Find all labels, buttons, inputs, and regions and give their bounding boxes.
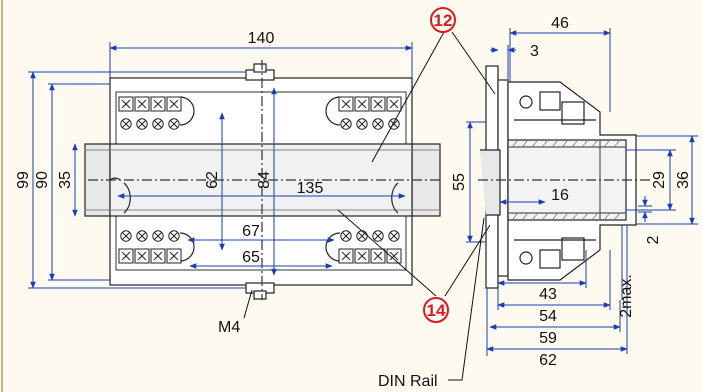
dim-59: 59 xyxy=(539,330,557,347)
dim-99: 99 xyxy=(15,171,32,189)
dim-65: 65 xyxy=(242,249,260,266)
m4-label: M4 xyxy=(218,319,240,336)
tube-hatching xyxy=(511,139,621,221)
dim-43: 43 xyxy=(539,286,557,303)
dim-2: 2 xyxy=(645,235,662,244)
dim-46: 46 xyxy=(551,15,569,32)
dim-35: 35 xyxy=(57,171,74,189)
side-dimension-lines xyxy=(466,28,698,356)
dim-67: 67 xyxy=(242,223,260,240)
dim-135: 135 xyxy=(297,180,324,197)
side-view xyxy=(478,65,650,289)
side-dimension-labels: 46 3 55 16 29 36 2 2max. 43 54 59 62 xyxy=(451,15,692,369)
front-dimension-labels: 140 99 90 35 62 84 135 67 65 xyxy=(15,30,323,266)
callout-leaders xyxy=(337,31,496,381)
din-rail-label: DIN Rail xyxy=(378,373,438,390)
dim-84: 84 xyxy=(256,171,273,189)
dim-3: 3 xyxy=(530,43,539,60)
callout-12: 12 xyxy=(430,7,456,33)
front-dimension-lines xyxy=(28,42,413,289)
dim-62: 62 xyxy=(204,171,221,189)
callout-14: 14 xyxy=(423,297,449,323)
dim-36: 36 xyxy=(675,171,692,189)
callout-14-number: 14 xyxy=(427,301,446,320)
dim-90: 90 xyxy=(34,171,51,189)
dim-62-side: 62 xyxy=(539,352,557,369)
callout-12-number: 12 xyxy=(434,11,453,30)
dim-16: 16 xyxy=(551,187,569,204)
dim-55: 55 xyxy=(451,173,468,191)
dim-29: 29 xyxy=(651,171,668,189)
dim-2max: 2max. xyxy=(618,274,635,318)
dim-54: 54 xyxy=(539,308,557,325)
dim-140: 140 xyxy=(248,30,275,47)
